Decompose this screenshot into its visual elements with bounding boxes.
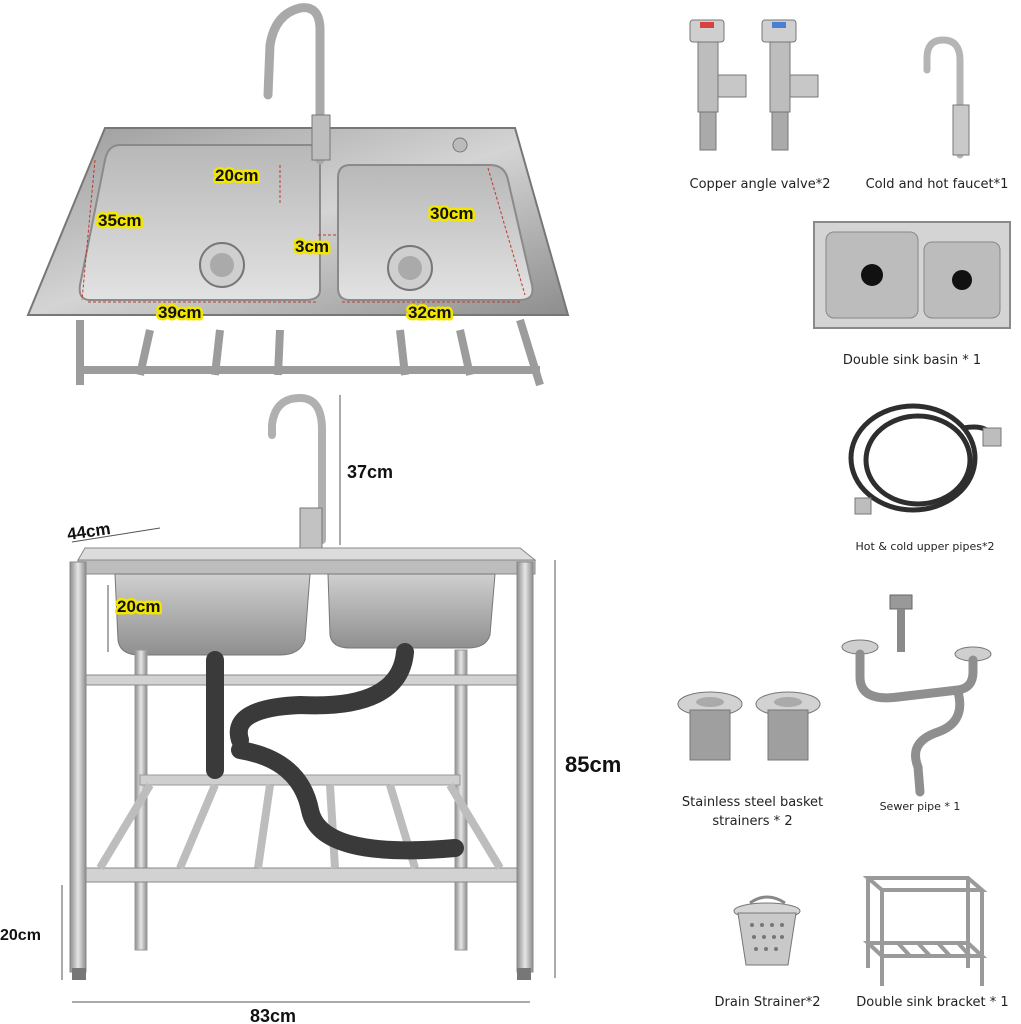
faucet-icon bbox=[915, 30, 985, 160]
front-dim-leg-height: 20cm bbox=[0, 927, 41, 944]
top-view-photo: 20cm 35cm 30cm 3cm 39cm 32cm bbox=[20, 0, 580, 390]
part-label-angle-valve: Copper angle valve*2 bbox=[689, 177, 831, 192]
drain-strainer-icon bbox=[730, 893, 805, 973]
top-dim-gap: 3cm bbox=[295, 237, 329, 256]
sink-basin-icon bbox=[812, 220, 1012, 330]
angle-valve-icon bbox=[680, 15, 840, 165]
part-label-sink-bracket: Double sink bracket * 1 bbox=[856, 995, 1009, 1010]
front-dim-depth: 44cm bbox=[66, 519, 112, 544]
top-dim-bowl-depth: 20cm bbox=[215, 166, 258, 185]
front-dim-basin-depth: 20cm bbox=[117, 597, 160, 616]
basket-strainer-icon bbox=[672, 688, 832, 768]
front-dim-total-height: 85cm bbox=[565, 752, 621, 777]
top-dim-left-length: 39cm bbox=[158, 303, 201, 322]
part-label-faucet: Cold and hot faucet*1 bbox=[865, 177, 1009, 192]
sewer-pipe-icon bbox=[838, 592, 1003, 797]
part-label-sink-basin: Double sink basin * 1 bbox=[842, 353, 982, 368]
part-label-drain-strainer: Drain Strainer*2 bbox=[714, 995, 821, 1010]
top-dim-right-width: 30cm bbox=[430, 204, 473, 223]
part-label-hoses: Hot & cold upper pipes*2 bbox=[855, 540, 995, 553]
part-label-basket-strainers: Stainless steel basket strainers * 2 bbox=[681, 795, 824, 829]
hose-icon bbox=[843, 398, 1008, 528]
top-dim-left-width: 35cm bbox=[98, 211, 141, 230]
part-label-sewer-pipe: Sewer pipe * 1 bbox=[879, 800, 961, 813]
sink-bracket-icon bbox=[858, 868, 988, 990]
top-dim-right-length: 32cm bbox=[408, 303, 451, 322]
front-dim-width: 83cm bbox=[250, 1006, 296, 1024]
front-view-photo: 37cm 44cm 20cm 85cm 20cm 83cm bbox=[0, 390, 640, 1024]
front-dim-faucet-height: 37cm bbox=[347, 462, 393, 482]
